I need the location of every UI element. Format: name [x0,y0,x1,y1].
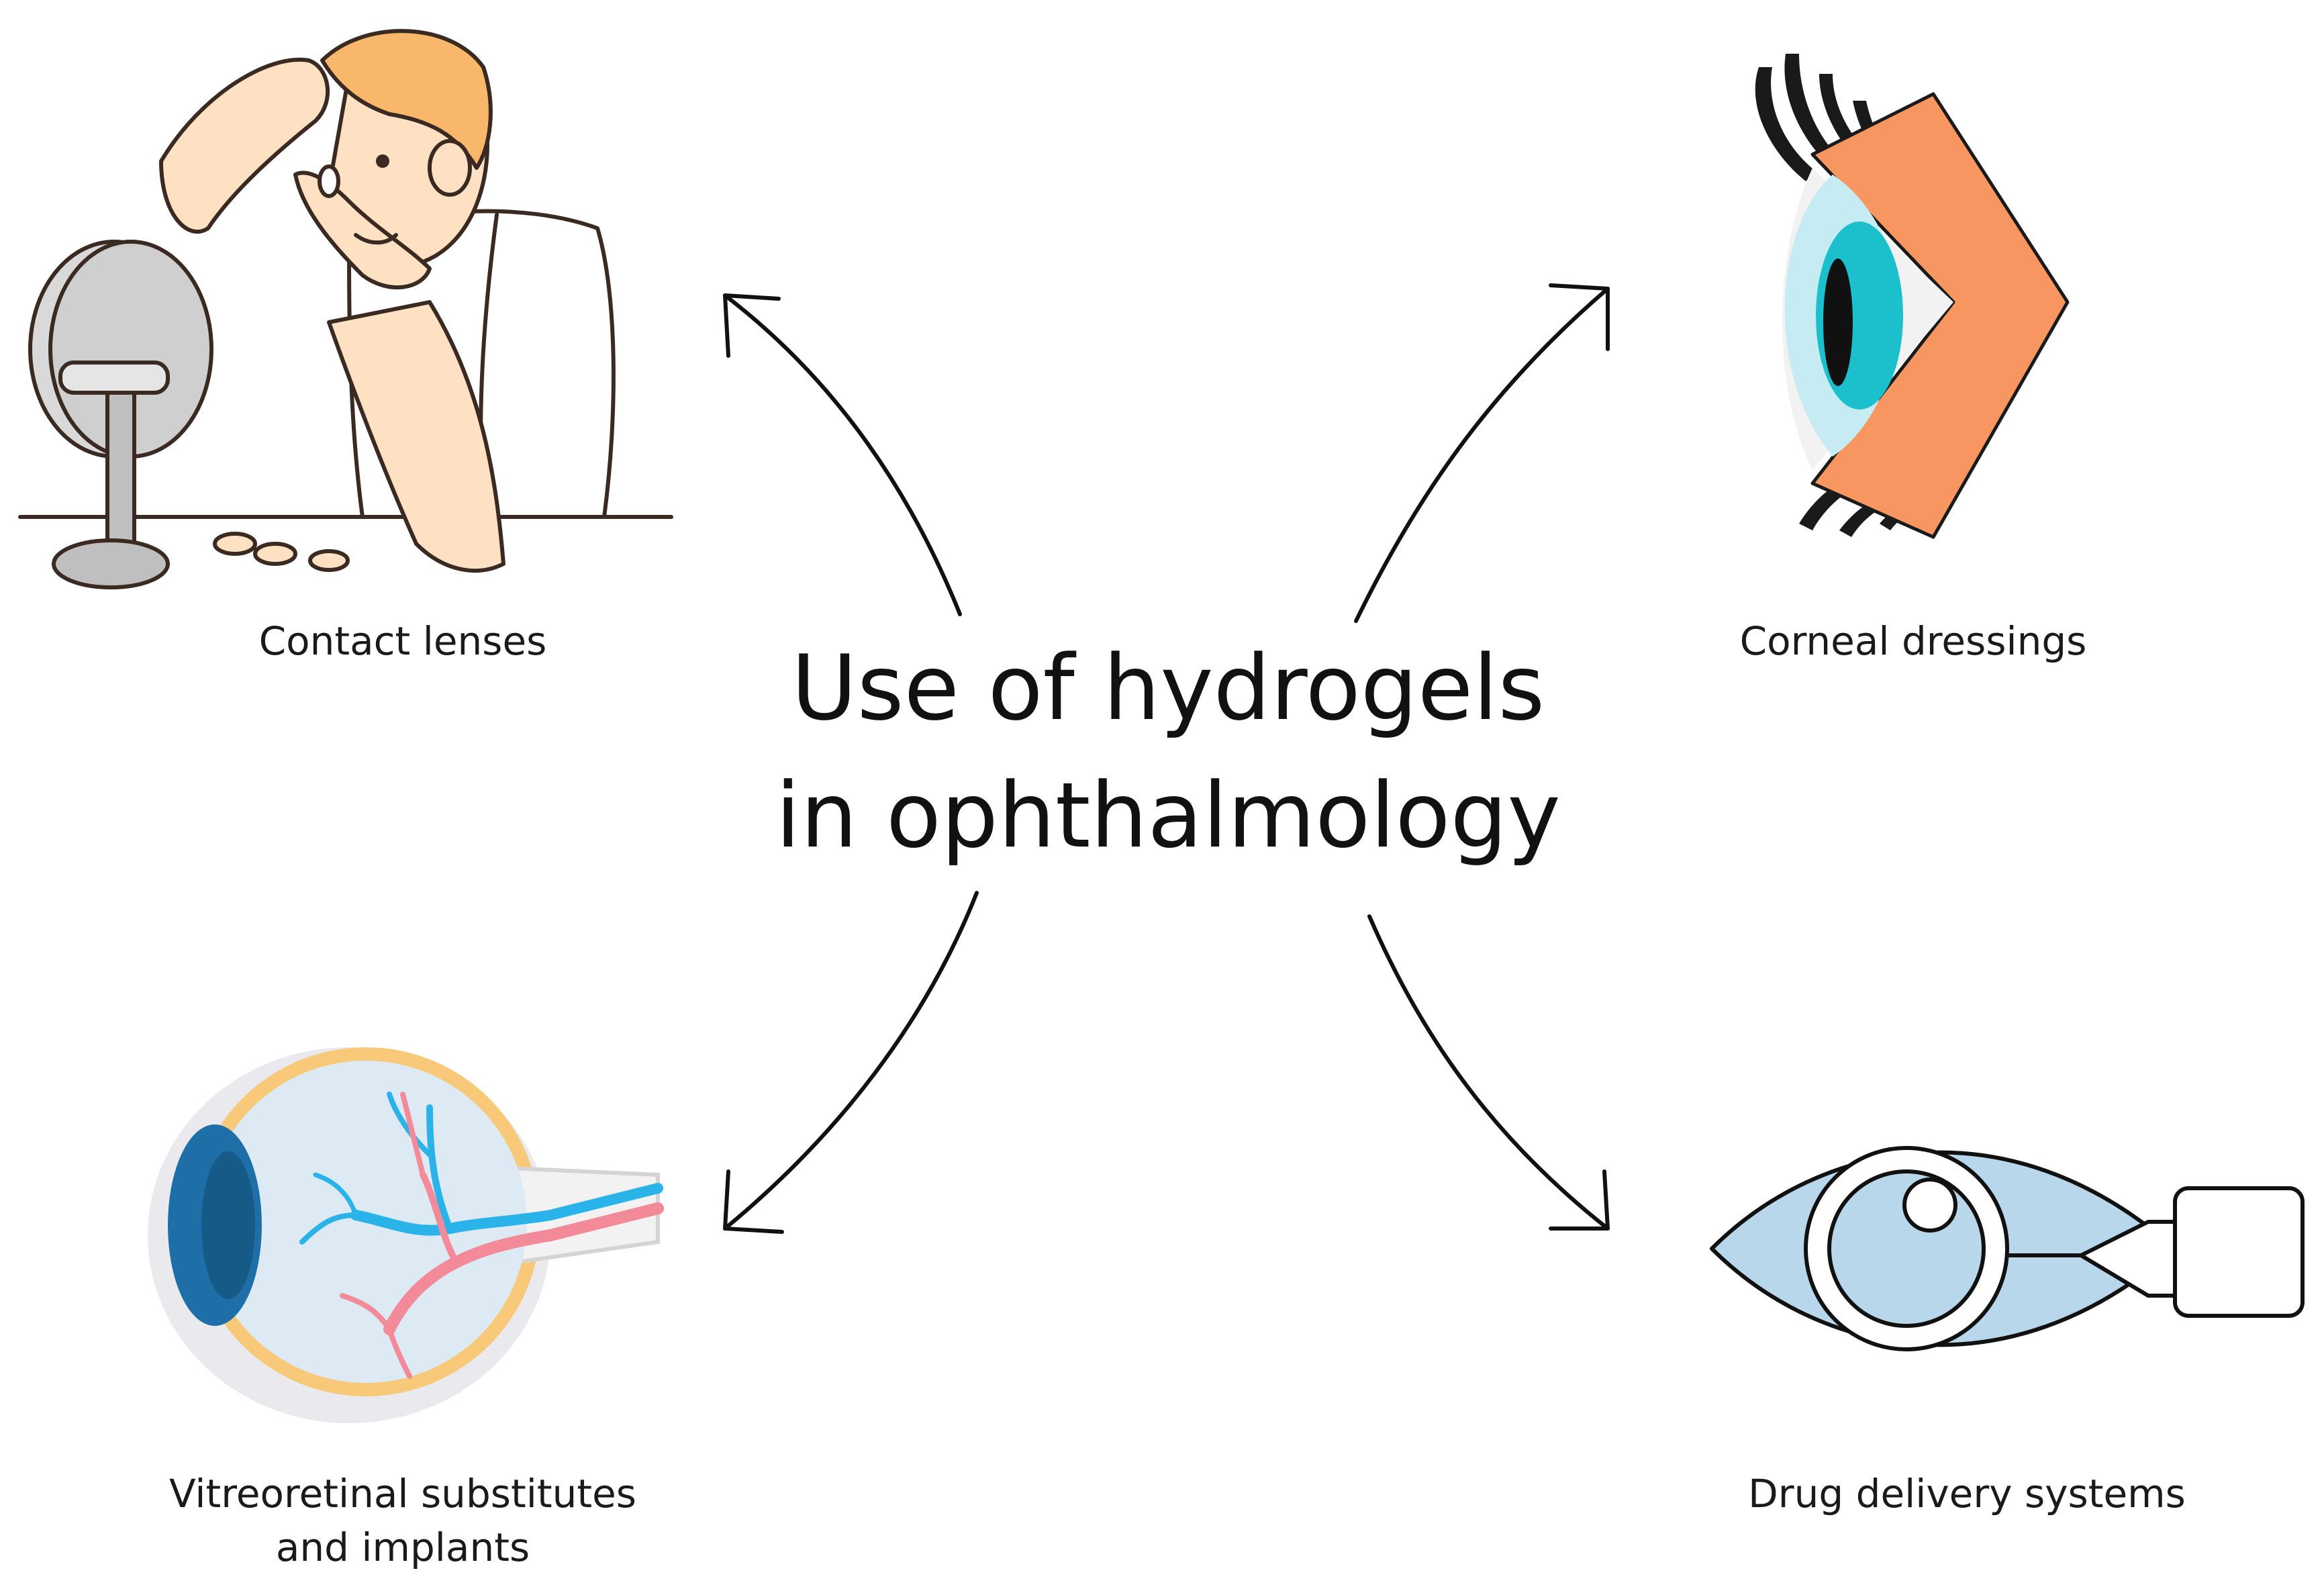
central-title: Use of hydrogels in ophthalmology [725,624,1611,879]
label-contact-lenses: Contact lenses [258,618,547,664]
arrowhead-contact-lenses [723,293,781,358]
central-title-line1: Use of hydrogels [791,636,1545,740]
arrowhead-vitreoretinal [723,1169,784,1234]
arrowhead-drug-delivery [1549,1169,1610,1231]
arrow-to-vitreoretinal [723,891,979,1231]
arrow-to-corneal-dressings [1354,287,1610,623]
label-corneal-dressings: Corneal dressings [1739,618,2087,664]
label-drug-delivery: Drug delivery systems [1748,1471,2186,1517]
eye-drop-dispenser-icon [1710,1146,2305,1351]
eyeball-cross-section-icon [148,1047,664,1423]
label-vitreoretinal-line1: Vitreoretinal substitutes [169,1471,636,1517]
arrow-to-contact-lenses [723,293,962,616]
eye-side-view-icon [1755,54,2070,539]
central-title-line2: in ophthalmology [775,763,1561,868]
arrowhead-corneal-dressings [1549,283,1610,351]
arrow-to-drug-delivery [1367,914,1610,1231]
person-inserting-contact-lens-icon [18,29,673,589]
label-vitreoretinal-line2: and implants [275,1525,530,1570]
label-vitreoretinal: Vitreoretinal substitutes and implants [134,1467,671,1574]
